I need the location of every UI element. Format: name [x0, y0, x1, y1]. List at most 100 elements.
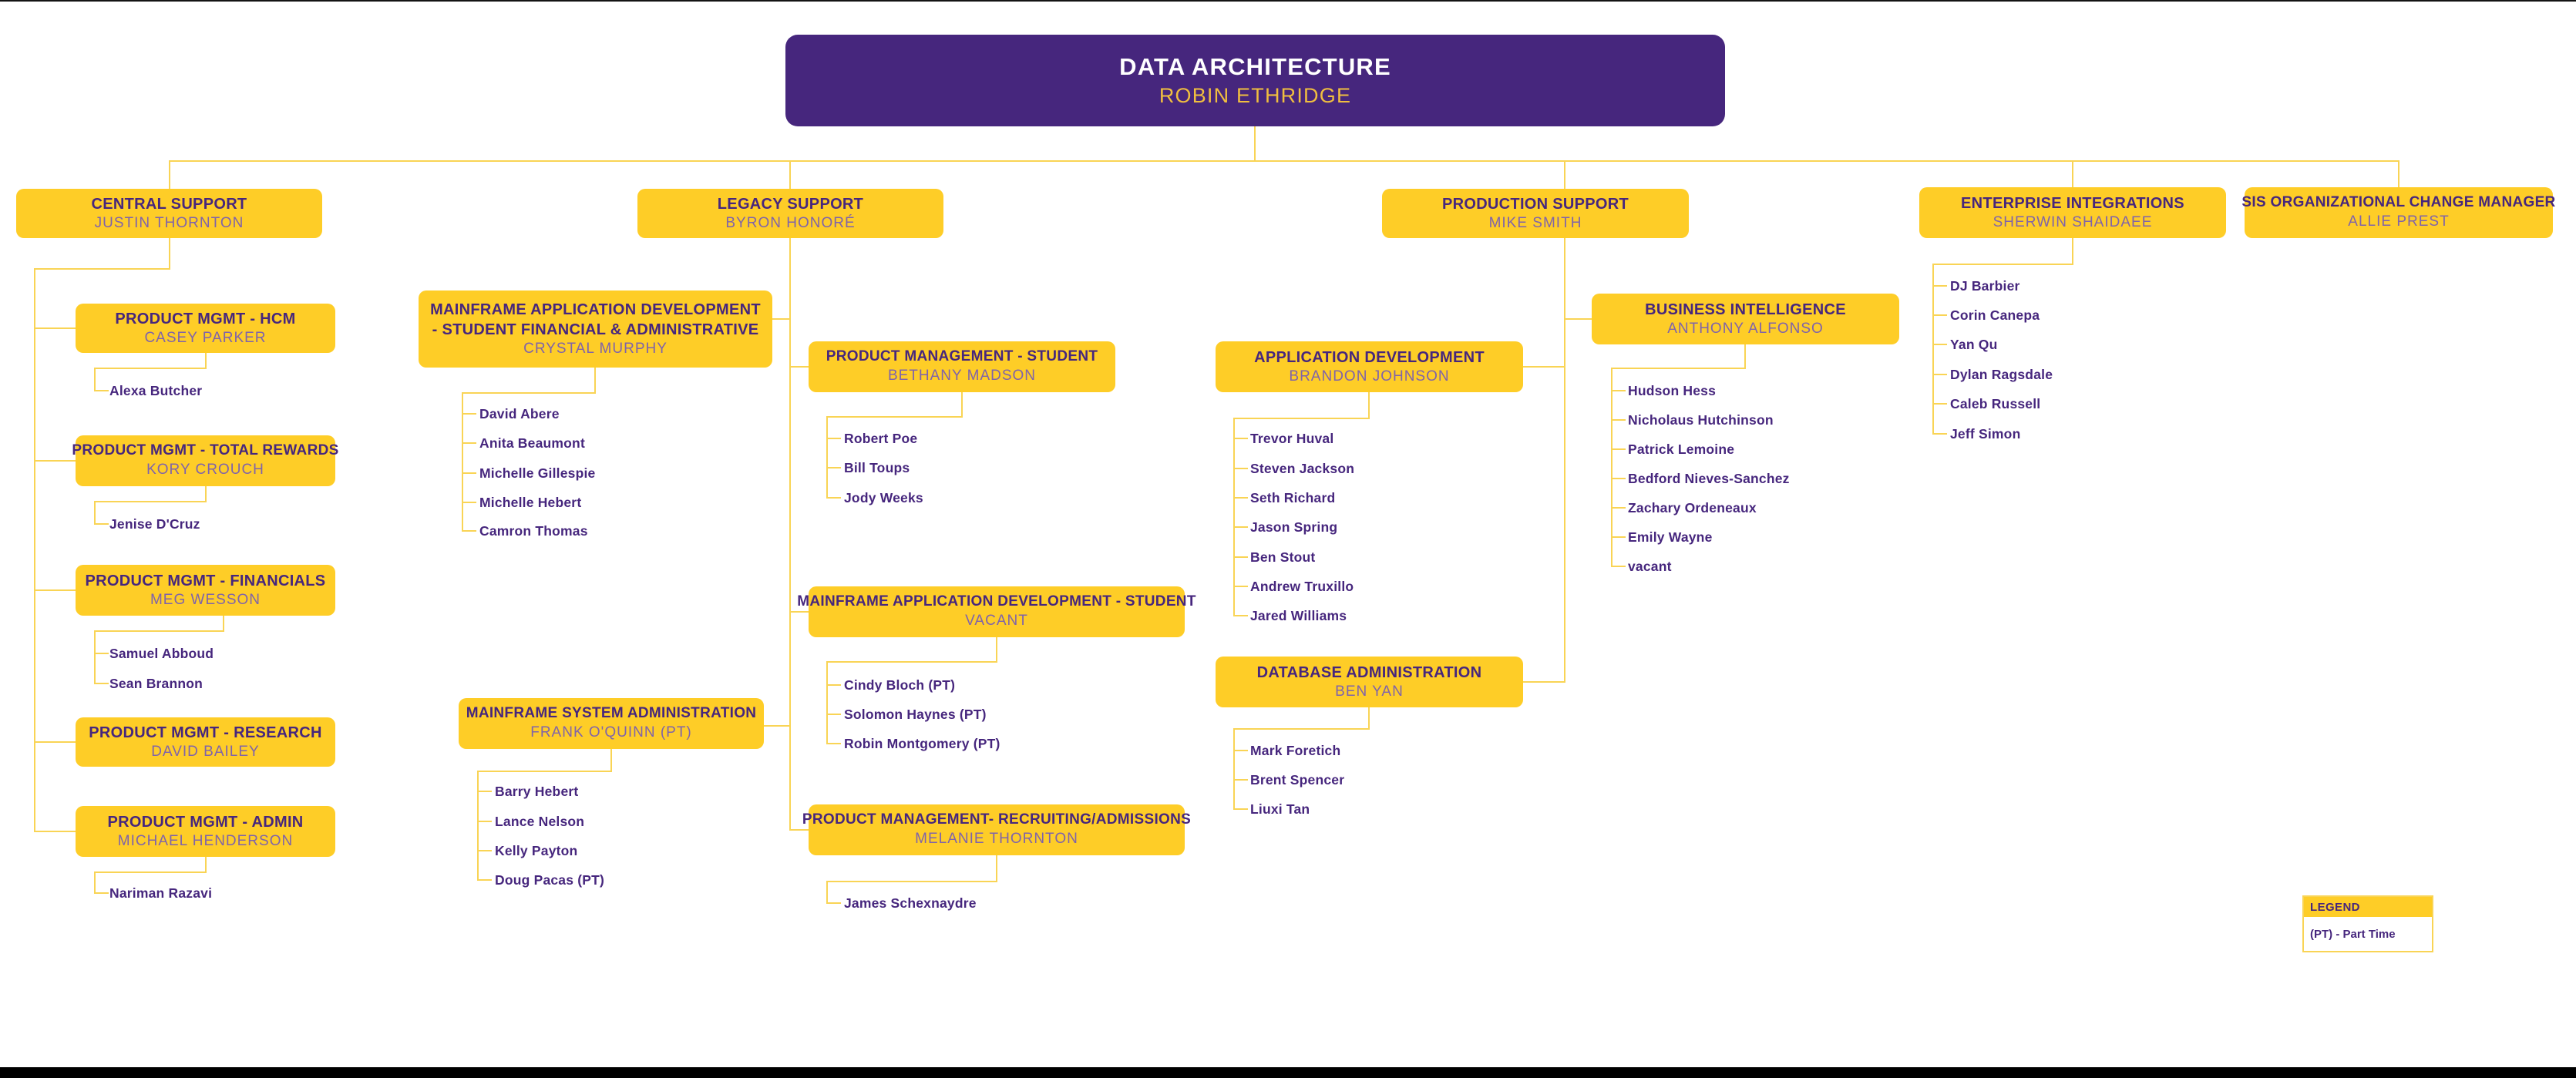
connector-line — [94, 683, 109, 684]
connector-line — [1233, 779, 1248, 781]
member-name: Robert Poe — [844, 431, 918, 446]
connector-line — [462, 413, 476, 415]
connector-line — [34, 268, 35, 832]
member-name: Anita Beaumont — [479, 435, 585, 451]
connector-line — [205, 856, 207, 873]
org-node-person: BEN YAN — [1335, 683, 1404, 700]
member-name: Seth Richard — [1250, 490, 1336, 505]
member-name: Kelly Payton — [495, 843, 578, 858]
connector-line — [34, 741, 76, 743]
connector-line — [826, 661, 828, 744]
member-name: Barry Hebert — [495, 784, 579, 799]
org-node-person: ROBIN ETHRIDGE — [1159, 84, 1352, 108]
connector-line — [1233, 750, 1248, 751]
member-name: vacant — [1628, 559, 1672, 574]
member-name: Lance Nelson — [495, 814, 585, 829]
connector-line — [826, 743, 841, 744]
legend: LEGEND (PT) - Part Time — [2302, 895, 2433, 952]
member-name: Emily Wayne — [1628, 529, 1713, 545]
org-node-person: CASEY PARKER — [144, 329, 267, 346]
connector-line — [94, 630, 224, 632]
connector-line — [826, 467, 841, 468]
org-node-person: CRYSTAL MURPHY — [523, 340, 668, 357]
legend-entry: (PT) - Part Time — [2304, 917, 2432, 951]
member-name: Caleb Russell — [1950, 396, 2041, 411]
member-name: Jody Weeks — [844, 490, 923, 505]
member-name: Yan Qu — [1950, 337, 1998, 352]
connector-line — [1611, 419, 1626, 421]
member-name: Andrew Truxillo — [1250, 579, 1354, 594]
connector-line — [1611, 448, 1626, 450]
connector-line — [34, 831, 76, 832]
member-name: Solomon Haynes (PT) — [844, 707, 987, 722]
org-node-data-architecture: DATA ARCHITECTURE ROBIN ETHRIDGE — [785, 35, 1725, 126]
member-name: Hudson Hess — [1628, 383, 1717, 398]
org-node-person: SHERWIN SHAIDAEE — [1993, 213, 2153, 230]
member-name: Alexa Butcher — [109, 383, 203, 398]
connector-line — [94, 871, 96, 894]
connector-line — [94, 892, 109, 894]
org-node-title: BUSINESS INTELLIGENCE — [1645, 301, 1846, 318]
connector-line — [763, 725, 791, 727]
connector-line — [826, 684, 841, 686]
member-name: Jeff Simon — [1950, 426, 2021, 442]
connector-line — [789, 366, 809, 368]
connector-line — [462, 392, 463, 532]
org-node-title: LEGACY SUPPORT — [717, 195, 864, 213]
connector-line — [462, 530, 476, 532]
org-node-title: MAINFRAME APPLICATION DEVELOPMENT - STUD… — [797, 593, 1196, 610]
connector-line — [2072, 237, 2073, 265]
connector-line — [34, 460, 76, 462]
org-node-person: BYRON HONORÉ — [725, 214, 856, 231]
org-node-title: PRODUCT MANAGEMENT- RECRUITING/ADMISSION… — [802, 811, 1192, 828]
connector-line — [1368, 391, 1370, 419]
connector-line — [1233, 418, 1235, 616]
member-name: DJ Barbier — [1950, 278, 2020, 294]
member-name: Nariman Razavi — [109, 885, 213, 901]
org-node-title: DATA ARCHITECTURE — [1119, 52, 1391, 80]
org-node-person: BETHANY MADSON — [887, 368, 1037, 384]
connector-line — [789, 237, 791, 831]
org-node-mainframe-app-dev-student-financial-administrative: MAINFRAME APPLICATION DEVELOPMENT - STUD… — [419, 290, 772, 368]
member-name: Nicholaus Hutchinson — [1628, 412, 1774, 428]
connector-line — [1611, 507, 1626, 509]
connector-line — [610, 748, 612, 772]
member-name: Camron Thomas — [479, 523, 588, 539]
connector-line — [2072, 160, 2073, 188]
bottom-bar — [0, 1067, 2576, 1078]
org-node-title: ENTERPRISE INTEGRATIONS — [1961, 194, 2184, 212]
connector-line — [477, 791, 492, 792]
connector-line — [34, 268, 170, 270]
connector-line — [94, 501, 96, 525]
connector-line — [1233, 468, 1248, 469]
org-node-title: PRODUCT MGMT - RESEARCH — [89, 724, 322, 741]
connector-line — [1233, 586, 1248, 587]
connector-line — [961, 391, 963, 418]
connector-line — [462, 472, 476, 474]
member-name: Bedford Nieves-Sanchez — [1628, 471, 1790, 486]
member-name: Zachary Ordeneaux — [1628, 500, 1757, 515]
connector-line — [1932, 433, 1947, 435]
connector-line — [34, 589, 76, 591]
connector-line — [1932, 403, 1947, 405]
connector-line — [205, 352, 207, 369]
connector-line — [1932, 314, 1947, 316]
connector-line — [477, 879, 492, 881]
connector-line — [462, 392, 596, 394]
member-name: Steven Jackson — [1250, 461, 1355, 476]
member-name: Doug Pacas (PT) — [495, 872, 605, 888]
connector-line — [477, 771, 612, 772]
org-node-person: MEG WESSON — [150, 591, 261, 608]
connector-line — [1611, 536, 1626, 538]
connector-line — [826, 661, 997, 663]
connector-line — [772, 318, 791, 320]
org-node-title: APPLICATION DEVELOPMENT — [1254, 348, 1485, 366]
connector-line — [1611, 390, 1626, 391]
connector-line — [826, 714, 841, 715]
